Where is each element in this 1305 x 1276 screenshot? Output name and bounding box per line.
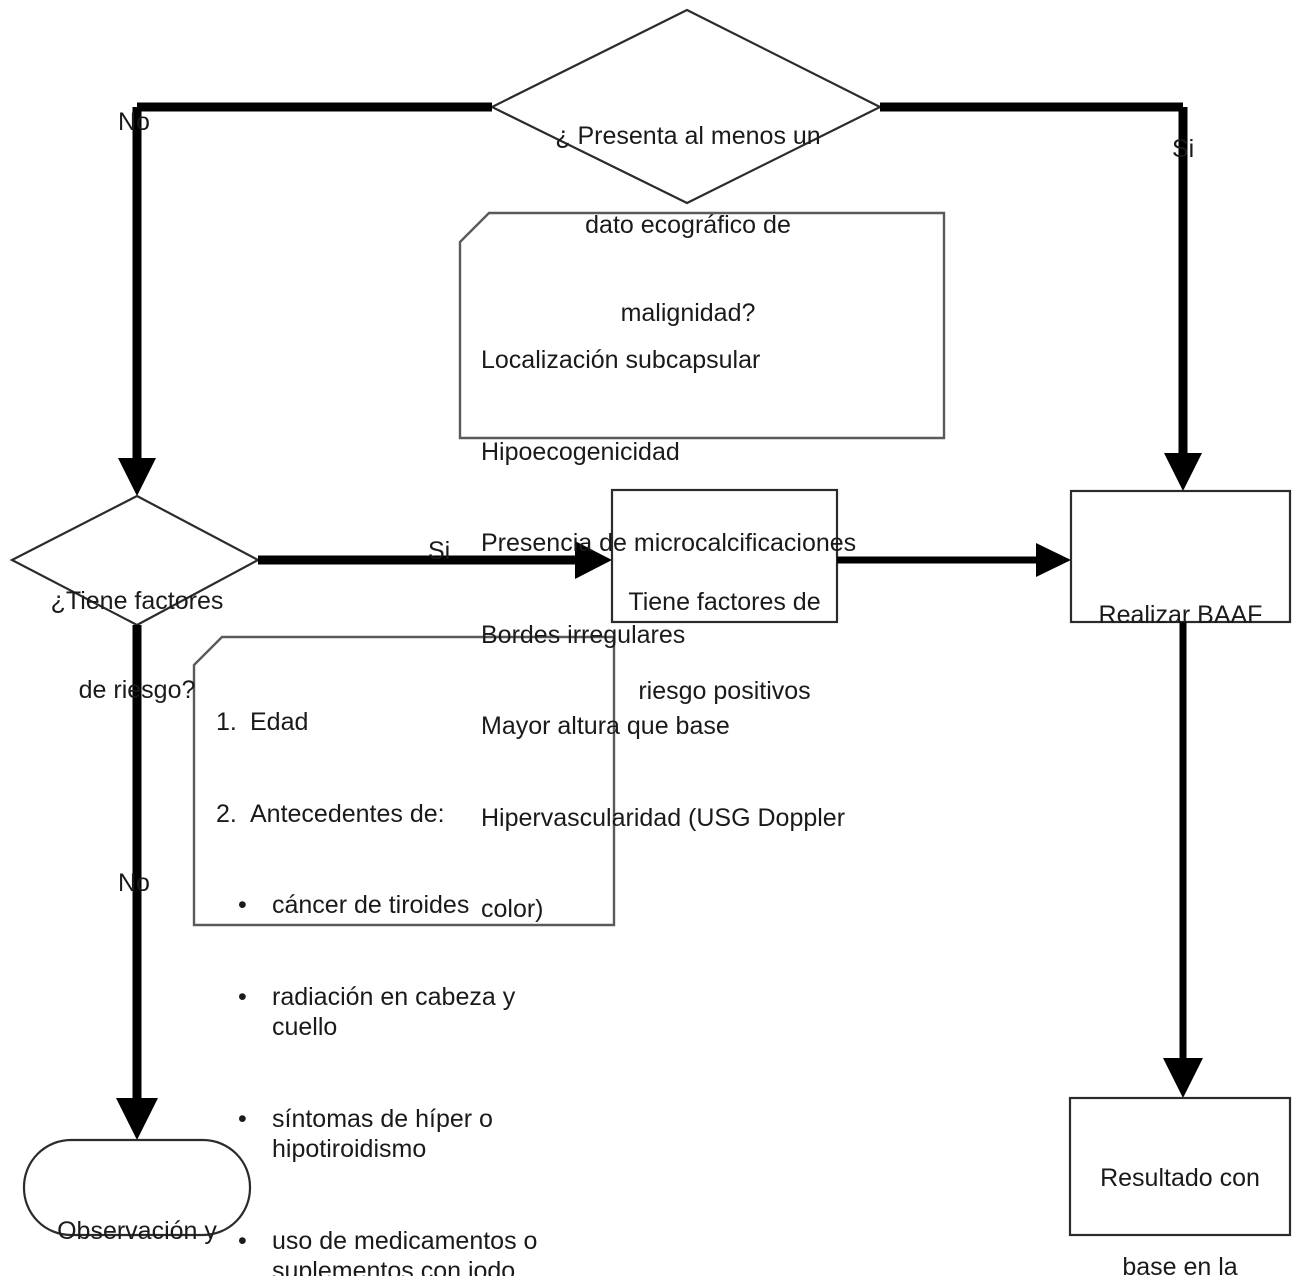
bullet-icon: • [238,982,247,1011]
risk-positive-shape[interactable] [610,488,839,624]
risk-positive-line2: riesgo positivos [638,676,811,705]
perform-baaf-label: Realizar BAAF [1073,542,1288,690]
decision-risk-line2: de riesgo? [78,675,196,704]
decision-risk-line1: ¿Tiene factores [50,587,224,615]
note-risk-bullet-1: • radiación en cabeza y cuello [216,982,612,1043]
note-risk-bullet-0-text: cáncer de tiroides [272,891,470,919]
note-risk-item-2-text: Antecedentes de: [250,799,445,828]
note-risk-factors-text: 1. Edad 2. Antecedentes de: • cáncer de … [216,646,612,1276]
note-risk-item-2: 2. Antecedentes de: [216,799,612,830]
edge-label-ultrasound-si: Si [1172,135,1195,163]
arrow-head-to-risk-decision [118,458,156,496]
note-ultrasound-criteria-list: Localización subcapsular Hipoecogenicida… [481,284,931,986]
note-risk-item-1-number: 1. [216,708,237,736]
arrow-head-to-result-bethesda [1163,1058,1203,1098]
decision-ultrasound-line2: dato ecográfico de [585,210,791,239]
bullet-icon: • [238,1104,247,1133]
note-ultrasound-item-4: Mayor altura que base [481,712,730,740]
note-risk-item-1-text: Edad [250,708,309,736]
note-ultrasound-item-2: Presencia de microcalcificaciones [481,529,857,557]
note-risk-item-1: 1. Edad [216,707,612,738]
risk-positive-label: Tiene factores de riesgo positivos [614,529,835,765]
result-bethesda-shape[interactable] [1068,1096,1292,1237]
observation-line1: Observación y [57,1217,217,1245]
result-bethesda-line2: base en la [1122,1252,1238,1276]
risk-positive-line1: Tiene factores de [628,588,821,616]
decision-ultrasound-line1: ¿ Presenta al menos un [555,122,821,150]
note-risk-factors-shape [192,635,616,927]
note-ultrasound-item-3: Bordes irregulares [481,620,686,649]
edge-label-risk-si: Si [428,537,451,565]
note-risk-bullet-1-text: radiación en cabeza y cuello [272,982,516,1042]
bullet-icon: • [238,1226,247,1255]
note-ultrasound-item-1: Hipoecogenicidad [481,437,680,466]
note-ultrasound-criteria-text: Localización subcapsular Hipoecogenicida… [481,223,931,1047]
decision-risk-label: ¿Tiene factores de riesgo? [22,528,252,764]
note-risk-bullet-3-text: uso de medicamentos o suplementos con io… [272,1226,538,1276]
bullet-icon: • [238,891,247,919]
arrow-head-to-risk-positive [575,541,612,579]
note-risk-bullet-2-text: síntomas de híper o hipotiroidismo [272,1104,493,1164]
note-ultrasound-criteria-shape [458,211,946,440]
result-bethesda-line1: Resultado con [1100,1164,1260,1192]
note-risk-bullet-3: • uso de medicamentos o suplementos con … [216,1226,612,1276]
note-ultrasound-item-5: Hipervascularidad (USG Doppler [481,803,846,832]
decision-ultrasound-shape[interactable] [489,8,883,205]
note-risk-bullet-0: • cáncer de tiroides [216,890,612,921]
observation-shape[interactable] [22,1138,252,1237]
perform-baaf-line1: Realizar BAAF [1098,601,1263,629]
result-bethesda-label: Resultado con base en la clasificación d… [1072,1105,1288,1276]
decision-ultrasound-label: ¿ Presenta al menos un dato ecográfico d… [528,63,848,388]
decision-ultrasound-line3: malignidad? [620,299,756,327]
perform-baaf-shape[interactable] [1069,489,1292,624]
edge-label-risk-no: No [118,869,150,897]
note-ultrasound-item-0: Localización subcapsular [481,346,761,374]
observation-label: Observación y seguimiento [26,1158,248,1276]
arrow-head-to-realizar-baaf-top [1164,453,1202,491]
edge-label-ultrasound-no: No [118,108,150,136]
note-risk-item-2-number: 2. [216,799,237,828]
note-risk-bullet-2: • síntomas de híper o hipotiroidismo [216,1104,612,1165]
arrow-head-to-observation [116,1098,158,1140]
note-ultrasound-item-6: color) [481,895,544,923]
arrow-head-to-realizar-baaf-left [1036,543,1071,577]
